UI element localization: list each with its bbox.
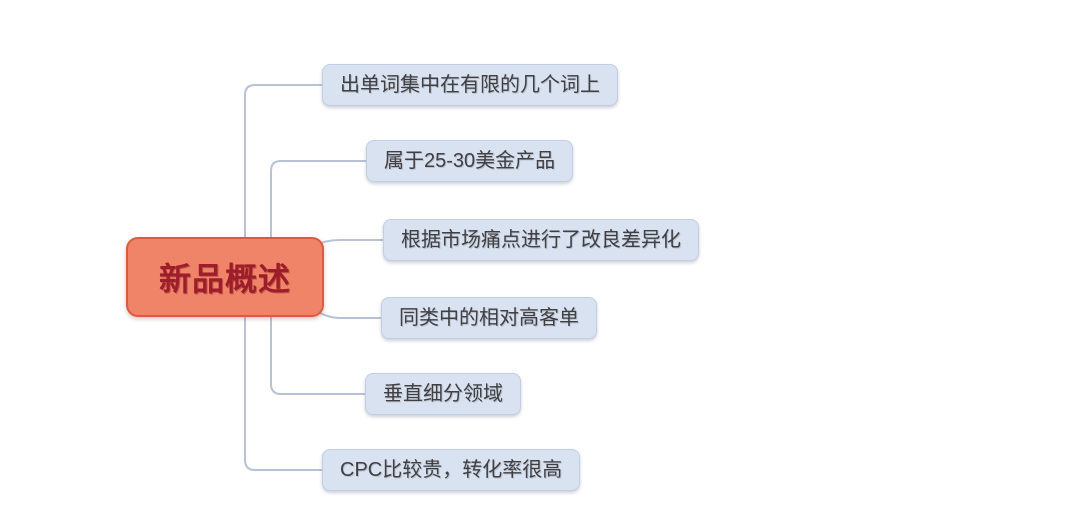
mindmap-branch-node[interactable]: 属于25-30美金产品 (366, 140, 574, 182)
mindmap-branch-node[interactable]: 根据市场痛点进行了改良差异化 (383, 219, 699, 261)
connector-branch-1 (244, 84, 327, 251)
mindmap-branch-node[interactable]: 垂直细分领域 (365, 373, 521, 415)
connector-branch-6 (244, 299, 327, 471)
mindmap-branch-node[interactable]: CPC比较贵，转化率很高 (322, 449, 581, 491)
mindmap-branch-node[interactable]: 同类中的相对高客单 (381, 297, 597, 339)
mindmap-root-node[interactable]: 新品概述 (126, 237, 324, 317)
mindmap-branch-node[interactable]: 出单词集中在有限的几个词上 (322, 64, 618, 106)
connector-branch-2 (270, 160, 371, 251)
connector-branch-5 (270, 299, 370, 395)
